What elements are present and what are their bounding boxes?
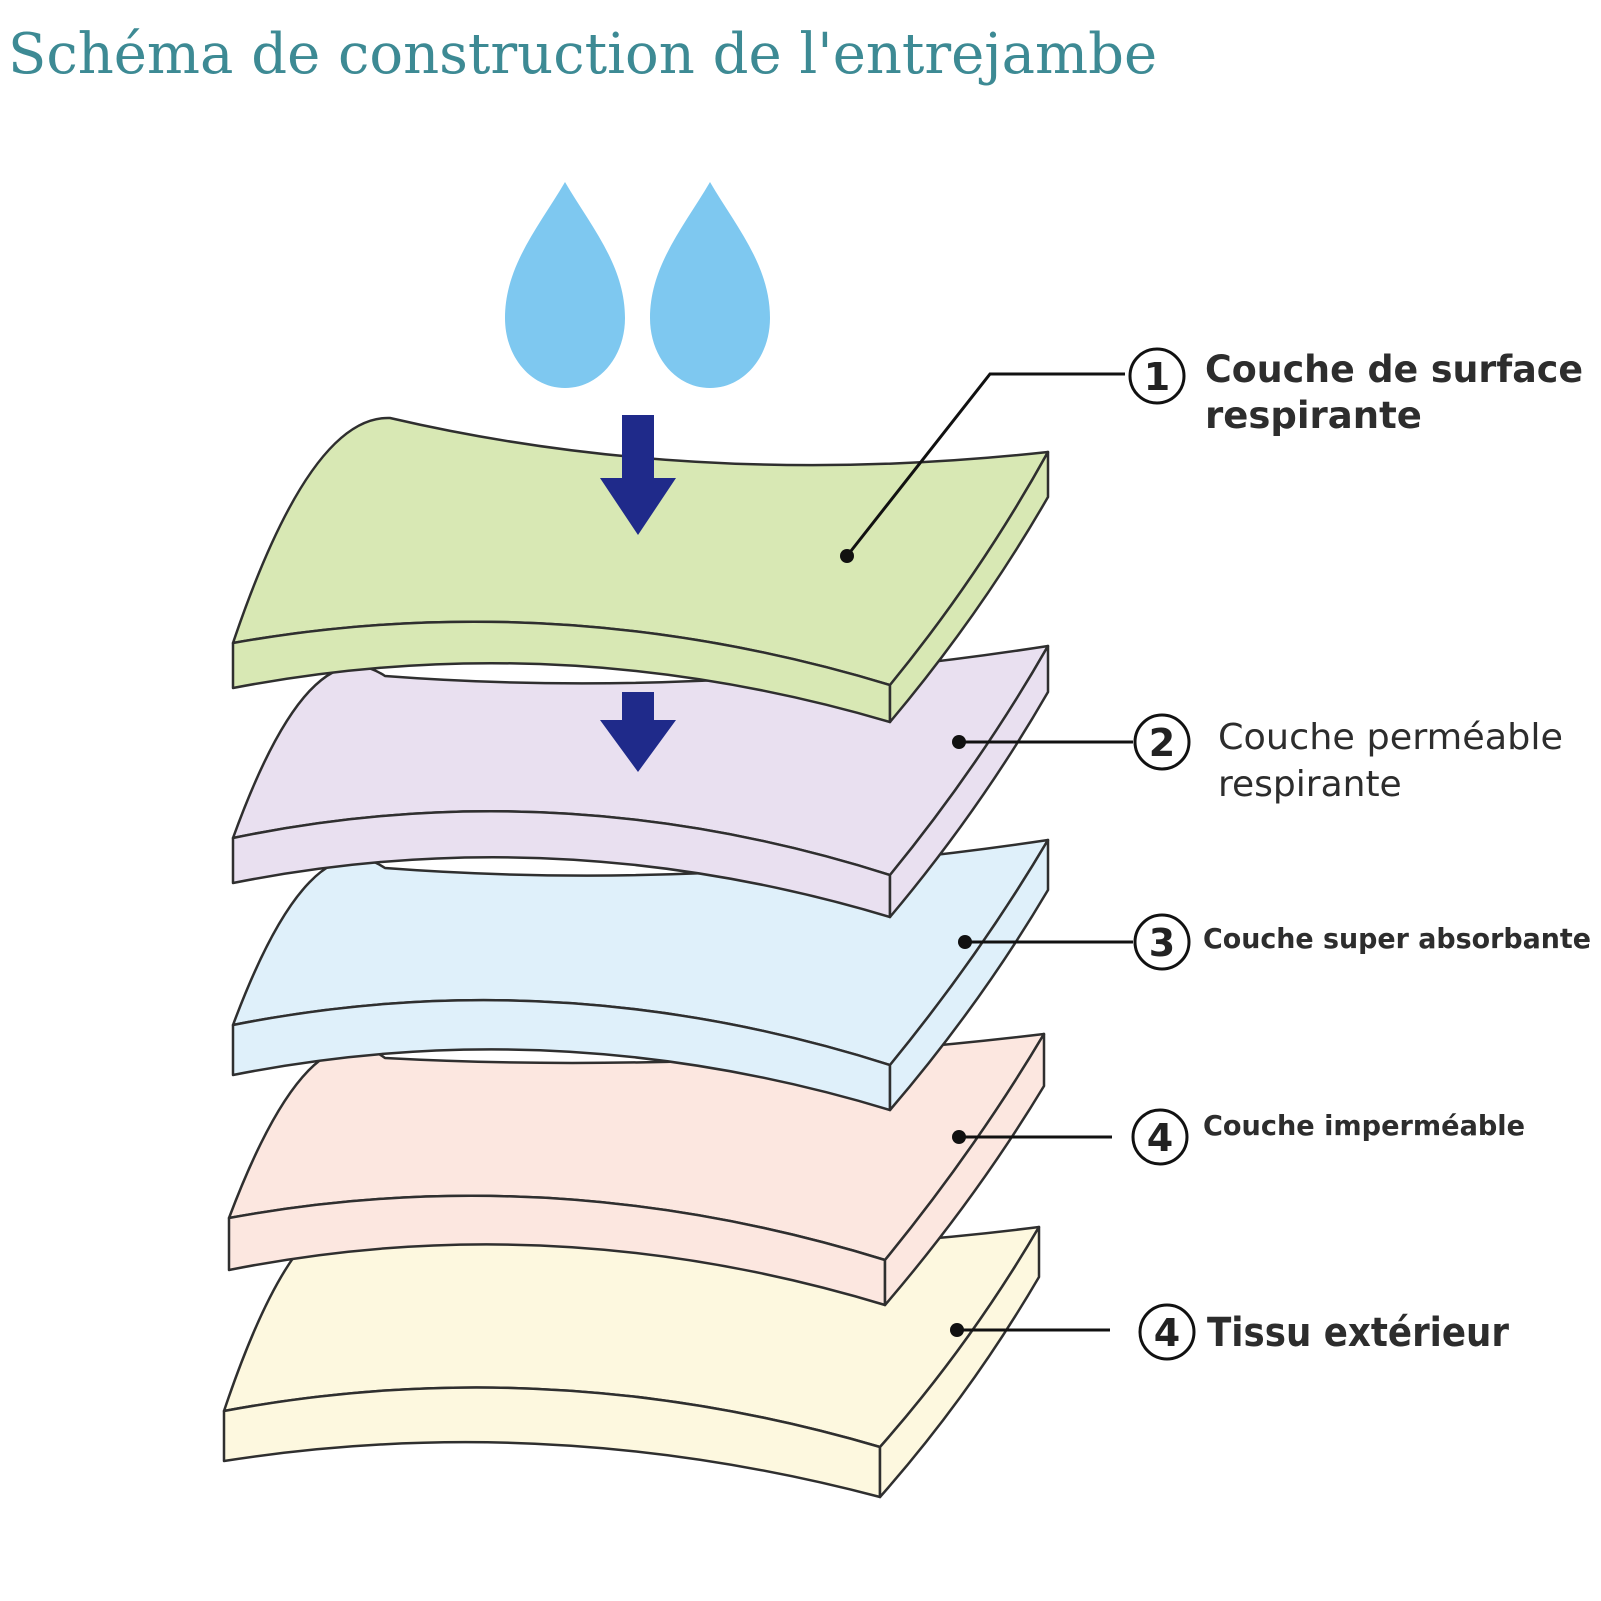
number-circle-4 [1131, 1108, 1189, 1166]
layer-label: Couche imperméable [1203, 1109, 1525, 1142]
layer-number: 4 [1154, 1311, 1180, 1355]
number-circle-3 [1133, 913, 1191, 971]
leader-dot [958, 935, 972, 949]
number-circle-1 [1128, 347, 1186, 405]
leader-line-1 [845, 372, 1125, 557]
leader-dot [950, 1323, 964, 1337]
water-drop-icon [650, 182, 770, 388]
layer-label: Couche de surface [1205, 348, 1583, 391]
page-title: Schéma de construction de l'entrejambe [8, 22, 1158, 87]
number-circle-5 [1138, 1303, 1196, 1361]
arrow-down-icon [600, 692, 676, 772]
leader-dot [840, 549, 854, 563]
arrow-down-icon [600, 415, 676, 535]
layer-label: Couche super absorbante [1203, 922, 1591, 955]
layer-1-surface [231, 416, 1050, 724]
layer-number: 3 [1149, 921, 1175, 965]
layer-number: 1 [1144, 355, 1170, 399]
layer-label: respirante [1218, 764, 1402, 805]
layer-label: Couche perméable [1218, 717, 1563, 758]
layer-label: Tissu extérieur [1207, 1310, 1509, 1356]
number-circle-2 [1133, 713, 1191, 771]
leader-dot [952, 735, 966, 749]
leader-dot [952, 1130, 966, 1144]
layer-number: 2 [1149, 721, 1175, 765]
water-drop-icon [505, 182, 625, 388]
layer-number: 4 [1147, 1116, 1173, 1160]
layer-label: respirante [1205, 394, 1422, 437]
